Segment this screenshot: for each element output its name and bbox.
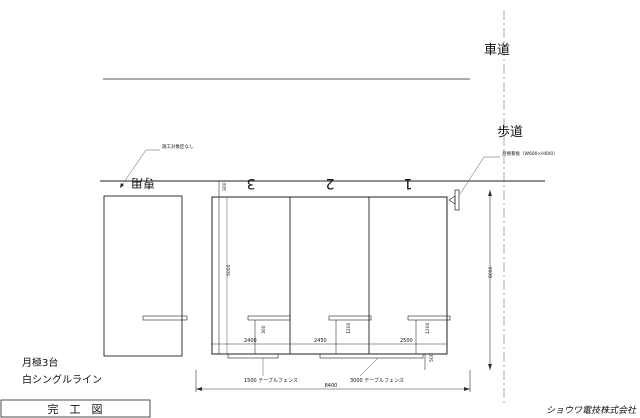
- fence-offset: 500: [429, 353, 435, 362]
- dedicated-area: [103, 195, 183, 357]
- road-label: 車道: [484, 43, 510, 58]
- sidewalk-label: 歩道: [497, 125, 523, 140]
- dim-5000: 5000: [226, 264, 232, 276]
- wheel-stop-3: [247, 315, 291, 321]
- fence-3000-leader: [359, 357, 379, 377]
- stall-number-1: 1: [404, 175, 413, 191]
- sign-note: 月極看板（W600×H600）: [502, 150, 558, 157]
- fence-3000-label: 3000 テーブルフェンス: [350, 377, 404, 384]
- sign-triangle: [448, 195, 456, 205]
- line-type: 白シングルライン: [22, 373, 102, 386]
- dedicated-label: 専用: [131, 176, 155, 190]
- dim-6000: 6000: [488, 266, 494, 278]
- stop2-dim: 1200: [346, 322, 352, 334]
- company-name: ショウワ電技株式会社: [546, 405, 637, 416]
- title-block: [0, 399, 151, 418]
- stall-number-3: 3: [247, 175, 256, 191]
- stop3-dim: 300: [261, 325, 267, 334]
- stall-width-2: 2450: [314, 338, 327, 344]
- dedicated-wheel-stop: [142, 315, 188, 321]
- monthly-sign: [454, 189, 460, 211]
- table-fence-3000: [319, 353, 424, 359]
- dim-300: 300: [222, 182, 228, 191]
- total-width-arrow-left: [196, 387, 202, 391]
- stall-number-2: 2: [326, 175, 335, 191]
- no-work-leader-arrow: [120, 183, 124, 188]
- fence-1500-label: 1500 テーブルフェンス: [244, 377, 298, 384]
- stop1-dim: 1200: [425, 322, 431, 334]
- wheel-stop-1: [407, 315, 451, 321]
- monthly-count: 月極3台: [22, 356, 58, 369]
- dim-6000-arrow-bottom: [488, 364, 492, 370]
- title-block-label: 完 工 図: [48, 402, 103, 416]
- table-fence-1500: [227, 353, 279, 359]
- parking-block: [211, 196, 448, 355]
- no-work-leader-2: [119, 149, 147, 189]
- sign-leader-2: [459, 156, 485, 195]
- no-work-note: 施工対象区なし: [162, 143, 194, 150]
- stall-width-3: 2400: [244, 338, 257, 344]
- stall-width-1: 2500: [400, 338, 413, 344]
- dim-6000-arrow-top: [488, 190, 492, 196]
- total-width-arrow-right: [464, 387, 470, 391]
- wheel-stop-2: [328, 315, 372, 321]
- total-width: 8400: [325, 383, 338, 389]
